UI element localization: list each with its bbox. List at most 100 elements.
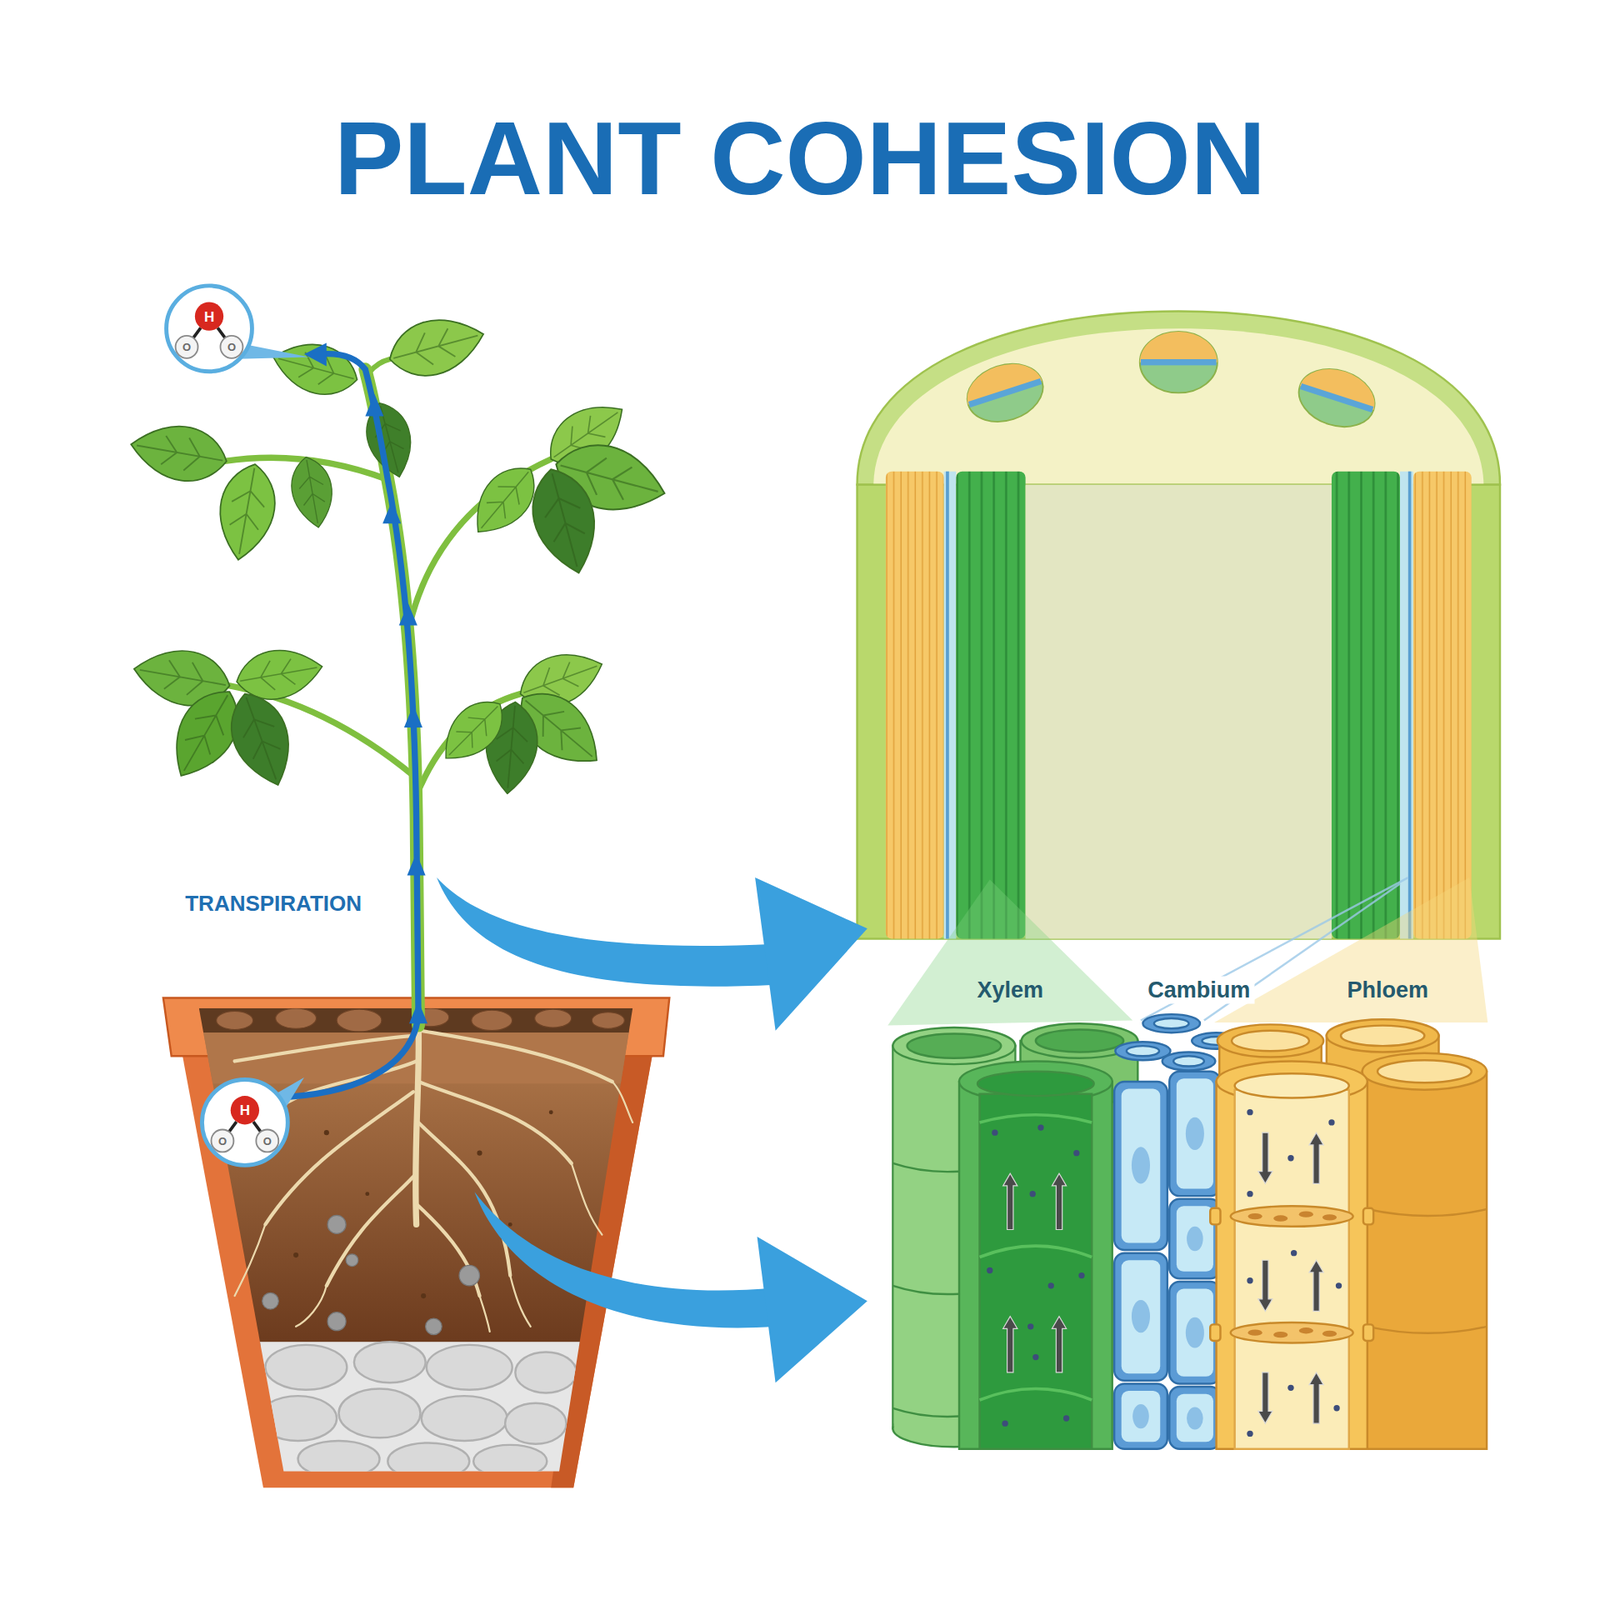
roots bbox=[416, 1204, 480, 1296]
sieve-pores bbox=[1248, 1210, 1338, 1338]
roots bbox=[418, 1122, 510, 1276]
soil-layers bbox=[324, 1130, 330, 1135]
xylem-cells bbox=[980, 1245, 1093, 1257]
cambium-cells bbox=[1162, 1051, 1216, 1070]
sieve-pores bbox=[1273, 1215, 1288, 1221]
water-flow-line bbox=[287, 342, 428, 1097]
phloem-cells bbox=[1230, 1205, 1354, 1226]
water-flow-line bbox=[304, 342, 327, 366]
solute-dots bbox=[1328, 1119, 1335, 1125]
xylem-cells bbox=[892, 1023, 1138, 1450]
tissue-label: Cambium bbox=[1143, 975, 1255, 1004]
cambium-cells bbox=[1169, 1071, 1220, 1196]
soil-layers bbox=[365, 1191, 370, 1196]
flow-arrow bbox=[1051, 1316, 1066, 1373]
solute-dots bbox=[1333, 1405, 1340, 1411]
roots bbox=[235, 1224, 266, 1296]
cambium-cells bbox=[1169, 1199, 1220, 1280]
cambium-cells bbox=[1132, 1404, 1150, 1429]
flow-arrow bbox=[1051, 1173, 1066, 1230]
water-flow-line bbox=[399, 603, 418, 626]
roots bbox=[295, 1285, 327, 1327]
soil-layers bbox=[473, 1445, 547, 1478]
phloem-cells bbox=[1217, 1024, 1324, 1057]
leaves bbox=[430, 689, 515, 774]
water-flow-line bbox=[407, 853, 426, 876]
phloem-cells bbox=[1362, 1071, 1487, 1450]
stem-section bbox=[1413, 471, 1472, 940]
cambium-cells bbox=[1114, 1383, 1168, 1449]
soil-layers bbox=[515, 1351, 576, 1393]
soil-pebbles bbox=[262, 1292, 280, 1310]
cambium-cells bbox=[1121, 1390, 1161, 1442]
xylem-cells bbox=[907, 1033, 1002, 1058]
zoom-arrow bbox=[436, 877, 868, 1383]
water-molecule bbox=[193, 327, 201, 338]
leaves bbox=[460, 455, 549, 547]
soil-layers bbox=[387, 1442, 470, 1480]
phloem-cells bbox=[1230, 1322, 1354, 1343]
stem-section bbox=[960, 355, 1051, 432]
flow-arrow bbox=[1258, 1372, 1273, 1424]
sieve-pores bbox=[1299, 1327, 1314, 1334]
water-molecule bbox=[230, 1095, 260, 1125]
soil-layers bbox=[421, 1395, 508, 1441]
solute-dots bbox=[1335, 1282, 1342, 1289]
roots bbox=[326, 1173, 417, 1286]
solute-dots bbox=[1073, 1150, 1080, 1156]
solute-dots bbox=[1063, 1415, 1070, 1421]
solute-dots bbox=[1287, 1155, 1294, 1161]
flow-arrow bbox=[1258, 1132, 1324, 1424]
soil-layers bbox=[259, 1395, 337, 1441]
cambium-cells bbox=[1121, 1260, 1161, 1374]
atom-symbol: O bbox=[263, 1135, 272, 1146]
cambium-cells bbox=[1169, 1281, 1220, 1384]
solute-dots bbox=[1246, 1277, 1253, 1284]
solute-dots bbox=[1287, 1385, 1294, 1391]
soil-layers bbox=[275, 1008, 317, 1029]
cambium-cells bbox=[1115, 1041, 1170, 1060]
cambium-cells bbox=[1186, 1407, 1204, 1430]
soil-layers bbox=[216, 1010, 254, 1030]
xylem-cells bbox=[892, 1163, 960, 1417]
solute-dots bbox=[1048, 1282, 1055, 1289]
phloem-cells bbox=[1363, 1324, 1374, 1341]
zoom-arrow bbox=[474, 1191, 775, 1328]
phloem-cells bbox=[1216, 1081, 1368, 1450]
soil-pebbles bbox=[327, 1312, 346, 1331]
sieve-pores bbox=[1248, 1213, 1263, 1220]
flow-arrow bbox=[1309, 1372, 1324, 1424]
zoom-guide bbox=[887, 880, 1133, 1026]
cambium-cells bbox=[1185, 1317, 1205, 1349]
stem-section bbox=[945, 471, 950, 940]
soil-pebbles bbox=[345, 1254, 359, 1267]
water-molecule bbox=[255, 1130, 279, 1153]
atom-symbol: O bbox=[182, 341, 191, 353]
cambium-cells bbox=[1154, 1018, 1190, 1029]
soil-layers bbox=[265, 1345, 347, 1390]
flow-arrow bbox=[1003, 1173, 1018, 1230]
cambium-cells bbox=[1114, 1253, 1168, 1381]
soil-layers bbox=[476, 1150, 482, 1156]
soil-pebbles bbox=[459, 1265, 480, 1285]
solute-dots bbox=[1246, 1430, 1253, 1437]
soil-layers bbox=[339, 1389, 421, 1439]
roots bbox=[480, 1295, 490, 1332]
soil-layers bbox=[535, 1009, 572, 1028]
xylem-cells bbox=[980, 1389, 1093, 1400]
stem-section bbox=[1291, 360, 1383, 437]
cambium-cells bbox=[1169, 1386, 1220, 1450]
cambium-cells bbox=[1131, 1300, 1150, 1333]
phloem-cells bbox=[1235, 1073, 1350, 1098]
cambium-cells bbox=[1142, 1014, 1200, 1033]
solute-dots bbox=[1037, 1124, 1044, 1130]
sieve-pores bbox=[1322, 1214, 1337, 1220]
leaves bbox=[382, 308, 490, 386]
roots bbox=[571, 1163, 603, 1235]
stem-section bbox=[857, 310, 1500, 939]
atom-symbol: O bbox=[218, 1135, 227, 1146]
stem-section bbox=[944, 471, 957, 940]
phloem-cells bbox=[1326, 1019, 1440, 1052]
